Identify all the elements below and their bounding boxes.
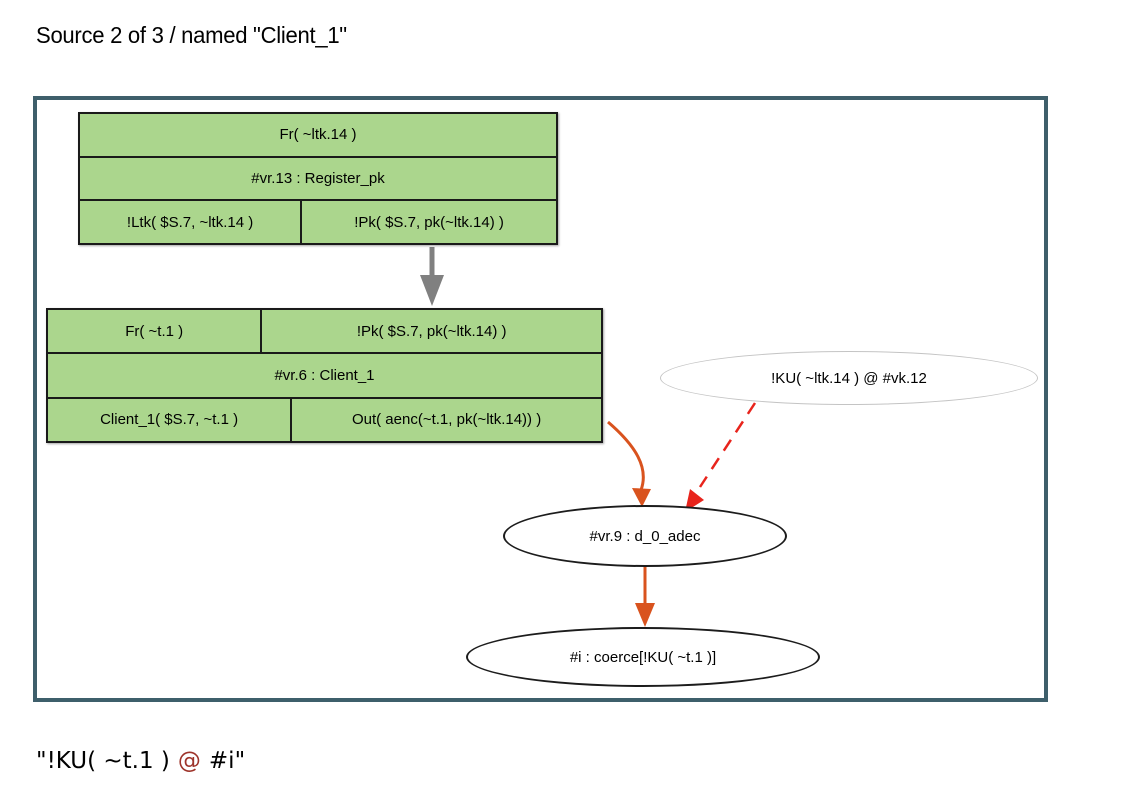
rule-label-register-pk[interactable]: #vr.13 : Register_pk [251,170,385,187]
node-register-pk-premises: Fr( ~ltk.14 ) [80,114,556,156]
fact-pk-in[interactable]: !Pk( $S.7, pk(~ltk.14) ) [260,310,601,353]
node-coerce[interactable]: #i : coerce[!KU( ~t.1 )] [466,627,820,687]
goal-formula-close: #i" [208,748,246,774]
edge-register-to-client [420,247,444,306]
node-d0-adec[interactable]: #vr.9 : d_0_adec [503,505,787,567]
fact-ltk[interactable]: !Ltk( $S.7, ~ltk.14 ) [126,213,254,231]
goal-formula: "!KU( ~t.1 ) @ #i" [36,748,245,774]
edge-ku-to-adec [685,402,757,512]
node-client-1-premises: Fr( ~t.1 ) !Pk( $S.7, pk(~ltk.14) ) [48,310,601,353]
fact-fr-t[interactable]: Fr( ~t.1 ) [125,322,184,340]
node-register-pk-conclusions: !Ltk( $S.7, ~ltk.14 ) !Pk( $S.7, pk(~ltk… [80,199,556,244]
edge-out-to-adec [607,420,651,507]
graph-canvas: Fr( ~ltk.14 ) #vr.13 : Register_pk !Ltk(… [37,100,1044,698]
node-register-pk-rule-row: #vr.13 : Register_pk [80,155,556,200]
node-client-1-conclusions: Client_1( $S.7, ~t.1 ) Out( aenc(~t.1, p… [48,396,601,441]
fact-client-1-state[interactable]: Client_1( $S.7, ~t.1 ) [100,411,239,429]
fact-out-aenc[interactable]: Out( aenc(~t.1, pk(~ltk.14)) ) [290,398,601,441]
graph-frame: Fr( ~ltk.14 ) #vr.13 : Register_pk !Ltk(… [33,96,1048,702]
fact-fr-ltk[interactable]: Fr( ~ltk.14 ) [279,126,357,144]
goal-formula-open: "!KU( ~t.1 ) [36,748,170,774]
page-title: Source 2 of 3 / named "Client_1" [36,22,347,48]
node-client-1-rule-row: #vr.6 : Client_1 [48,352,601,396]
node-ku-ltk[interactable]: !KU( ~ltk.14 ) @ #vk.12 [660,351,1038,405]
fact-pk[interactable]: !Pk( $S.7, pk(~ltk.14) ) [300,201,556,244]
edge-adec-to-coerce [635,567,655,627]
node-client-1[interactable]: Fr( ~t.1 ) !Pk( $S.7, pk(~ltk.14) ) #vr.… [46,308,603,443]
node-register-pk[interactable]: Fr( ~ltk.14 ) #vr.13 : Register_pk !Ltk(… [78,112,558,245]
rule-label-client-1[interactable]: #vr.6 : Client_1 [274,366,375,384]
goal-formula-at: @ [177,748,201,774]
